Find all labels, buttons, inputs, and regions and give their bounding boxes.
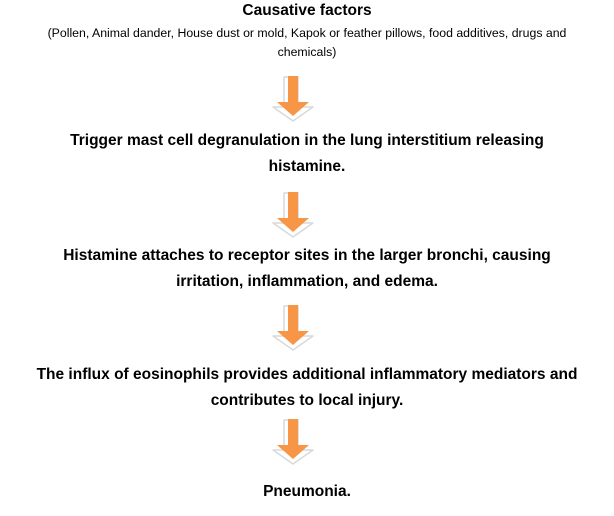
causative-factors-title: Causative factors [242, 2, 372, 19]
causative-factors-list-line-1: (Pollen, Animal dander, House dust or mo… [47, 26, 567, 40]
causative-factors-list-line-2: chemicals) [277, 45, 337, 59]
step-2-line-2: irritation, inflammation, and edema. [176, 273, 438, 290]
step-3-line-1: The influx of eosinophils provides addit… [36, 366, 578, 383]
down-arrow-icon [272, 76, 314, 122]
step-2-line-1: Histamine attaches to receptor sites in … [63, 247, 551, 264]
step-1-line-2: histamine. [268, 158, 346, 175]
down-arrow-icon [272, 419, 314, 465]
down-arrow-icon [272, 192, 314, 238]
down-arrow-icon [272, 305, 314, 351]
step-3-line-2: contributes to local injury. [210, 392, 404, 409]
step-1-line-1: Trigger mast cell degranulation in the l… [70, 132, 544, 149]
step-4-outcome: Pneumonia. [263, 483, 351, 500]
